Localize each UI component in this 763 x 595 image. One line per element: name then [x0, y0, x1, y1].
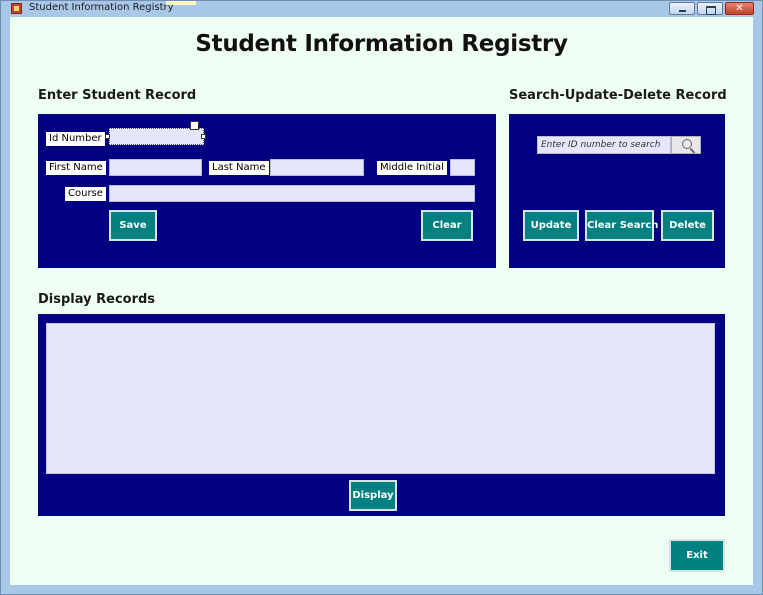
update-button[interactable]: Update	[523, 210, 579, 241]
clear-search-button[interactable]: Clear Search	[585, 210, 658, 241]
first-name-label: First Name	[46, 161, 106, 175]
title-bar[interactable]: Student Information Registry ✕	[1, 1, 762, 17]
form-icon	[11, 3, 22, 14]
middle-initial-label: Middle Initial	[377, 161, 447, 175]
title-strip	[166, 1, 196, 5]
id-number-label: Id Number	[46, 132, 105, 146]
delete-button[interactable]: Delete	[661, 210, 714, 241]
exit-button[interactable]: Exit	[669, 539, 725, 572]
maximize-button[interactable]	[697, 2, 723, 15]
display-button[interactable]: Display	[349, 480, 397, 511]
save-button[interactable]: Save	[109, 210, 157, 241]
resize-handle-left[interactable]	[105, 134, 110, 139]
first-name-input[interactable]	[109, 159, 202, 176]
search-record-panel: Enter ID number to search Update Clear S…	[509, 114, 725, 268]
smart-tag-icon[interactable]	[190, 121, 199, 130]
search-button[interactable]	[671, 136, 701, 154]
middle-initial-input[interactable]	[450, 159, 475, 176]
window-title: Student Information Registry	[29, 2, 174, 13]
close-icon: ✕	[735, 3, 744, 14]
course-input[interactable]	[109, 185, 475, 202]
resize-handle-right[interactable]	[201, 134, 206, 139]
close-button[interactable]: ✕	[725, 2, 754, 15]
search-input[interactable]: Enter ID number to search	[537, 136, 671, 154]
minimize-button[interactable]	[669, 2, 695, 15]
form-client-area: Student Information Registry Enter Stude…	[10, 17, 753, 585]
display-records-panel: Display	[38, 314, 725, 516]
page-title: Student Information Registry	[195, 31, 568, 57]
clear-button[interactable]: Clear	[421, 210, 473, 241]
search-record-label: Search-Update-Delete Record	[509, 88, 727, 103]
id-number-input[interactable]	[109, 128, 204, 145]
enter-record-panel: Id Number First Name Last Name Middle In…	[38, 114, 496, 268]
last-name-label: Last Name	[209, 161, 269, 175]
search-icon	[682, 139, 692, 149]
display-records-label: Display Records	[38, 292, 156, 307]
course-label: Course	[65, 187, 106, 201]
records-list[interactable]	[46, 323, 715, 474]
enter-record-label: Enter Student Record	[38, 88, 197, 103]
last-name-input[interactable]	[270, 159, 364, 176]
